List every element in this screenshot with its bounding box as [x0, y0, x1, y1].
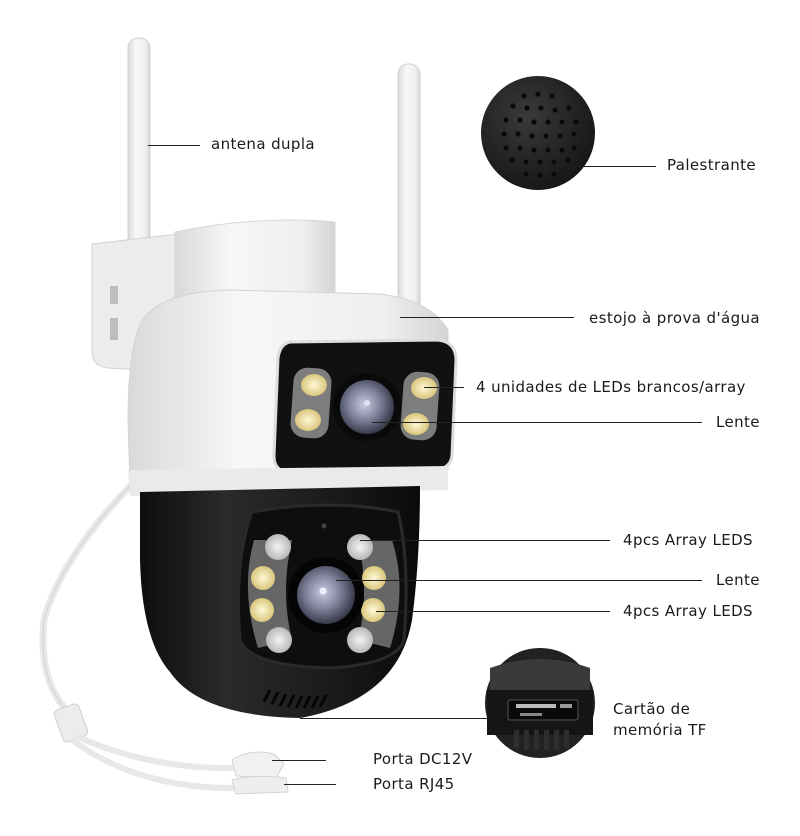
label-dc-port: Porta DC12V [373, 750, 473, 768]
label-tf-card-line2: memória TF [613, 721, 707, 739]
label-antenna: antena dupla [211, 135, 315, 153]
label-waterproof-case: estojo à prova d'água [589, 309, 761, 327]
tf-card-slot-icon [485, 648, 595, 758]
leader-white-leds [424, 387, 464, 389]
label-speaker: Palestrante [667, 156, 757, 174]
leader-array-leds-bottom [376, 611, 610, 613]
leader-rj45-port [284, 784, 336, 786]
speaker-grille-icon [481, 76, 595, 190]
leader-lens-bottom [336, 580, 702, 582]
leader-array-leds-top [360, 540, 610, 542]
antenna-right [397, 63, 421, 327]
label-array-leds-bottom: 4pcs Array LEDS [623, 602, 753, 620]
label-lens-top: Lente [716, 413, 760, 431]
label-tf-card-line1: Cartão de [613, 700, 691, 718]
label-array-leds-top: 4pcs Array LEDS [623, 531, 753, 549]
label-rj45-port: Porta RJ45 [373, 775, 455, 793]
leader-antenna [148, 145, 200, 147]
label-lens-bottom: Lente [716, 571, 760, 589]
leader-dc-port [272, 760, 326, 762]
label-white-leds: 4 unidades de LEDs brancos/array [476, 378, 746, 396]
leader-speaker [568, 166, 656, 168]
leader-tf-card [300, 718, 490, 720]
leader-lens-top [372, 422, 702, 424]
leader-waterproof [400, 317, 574, 319]
